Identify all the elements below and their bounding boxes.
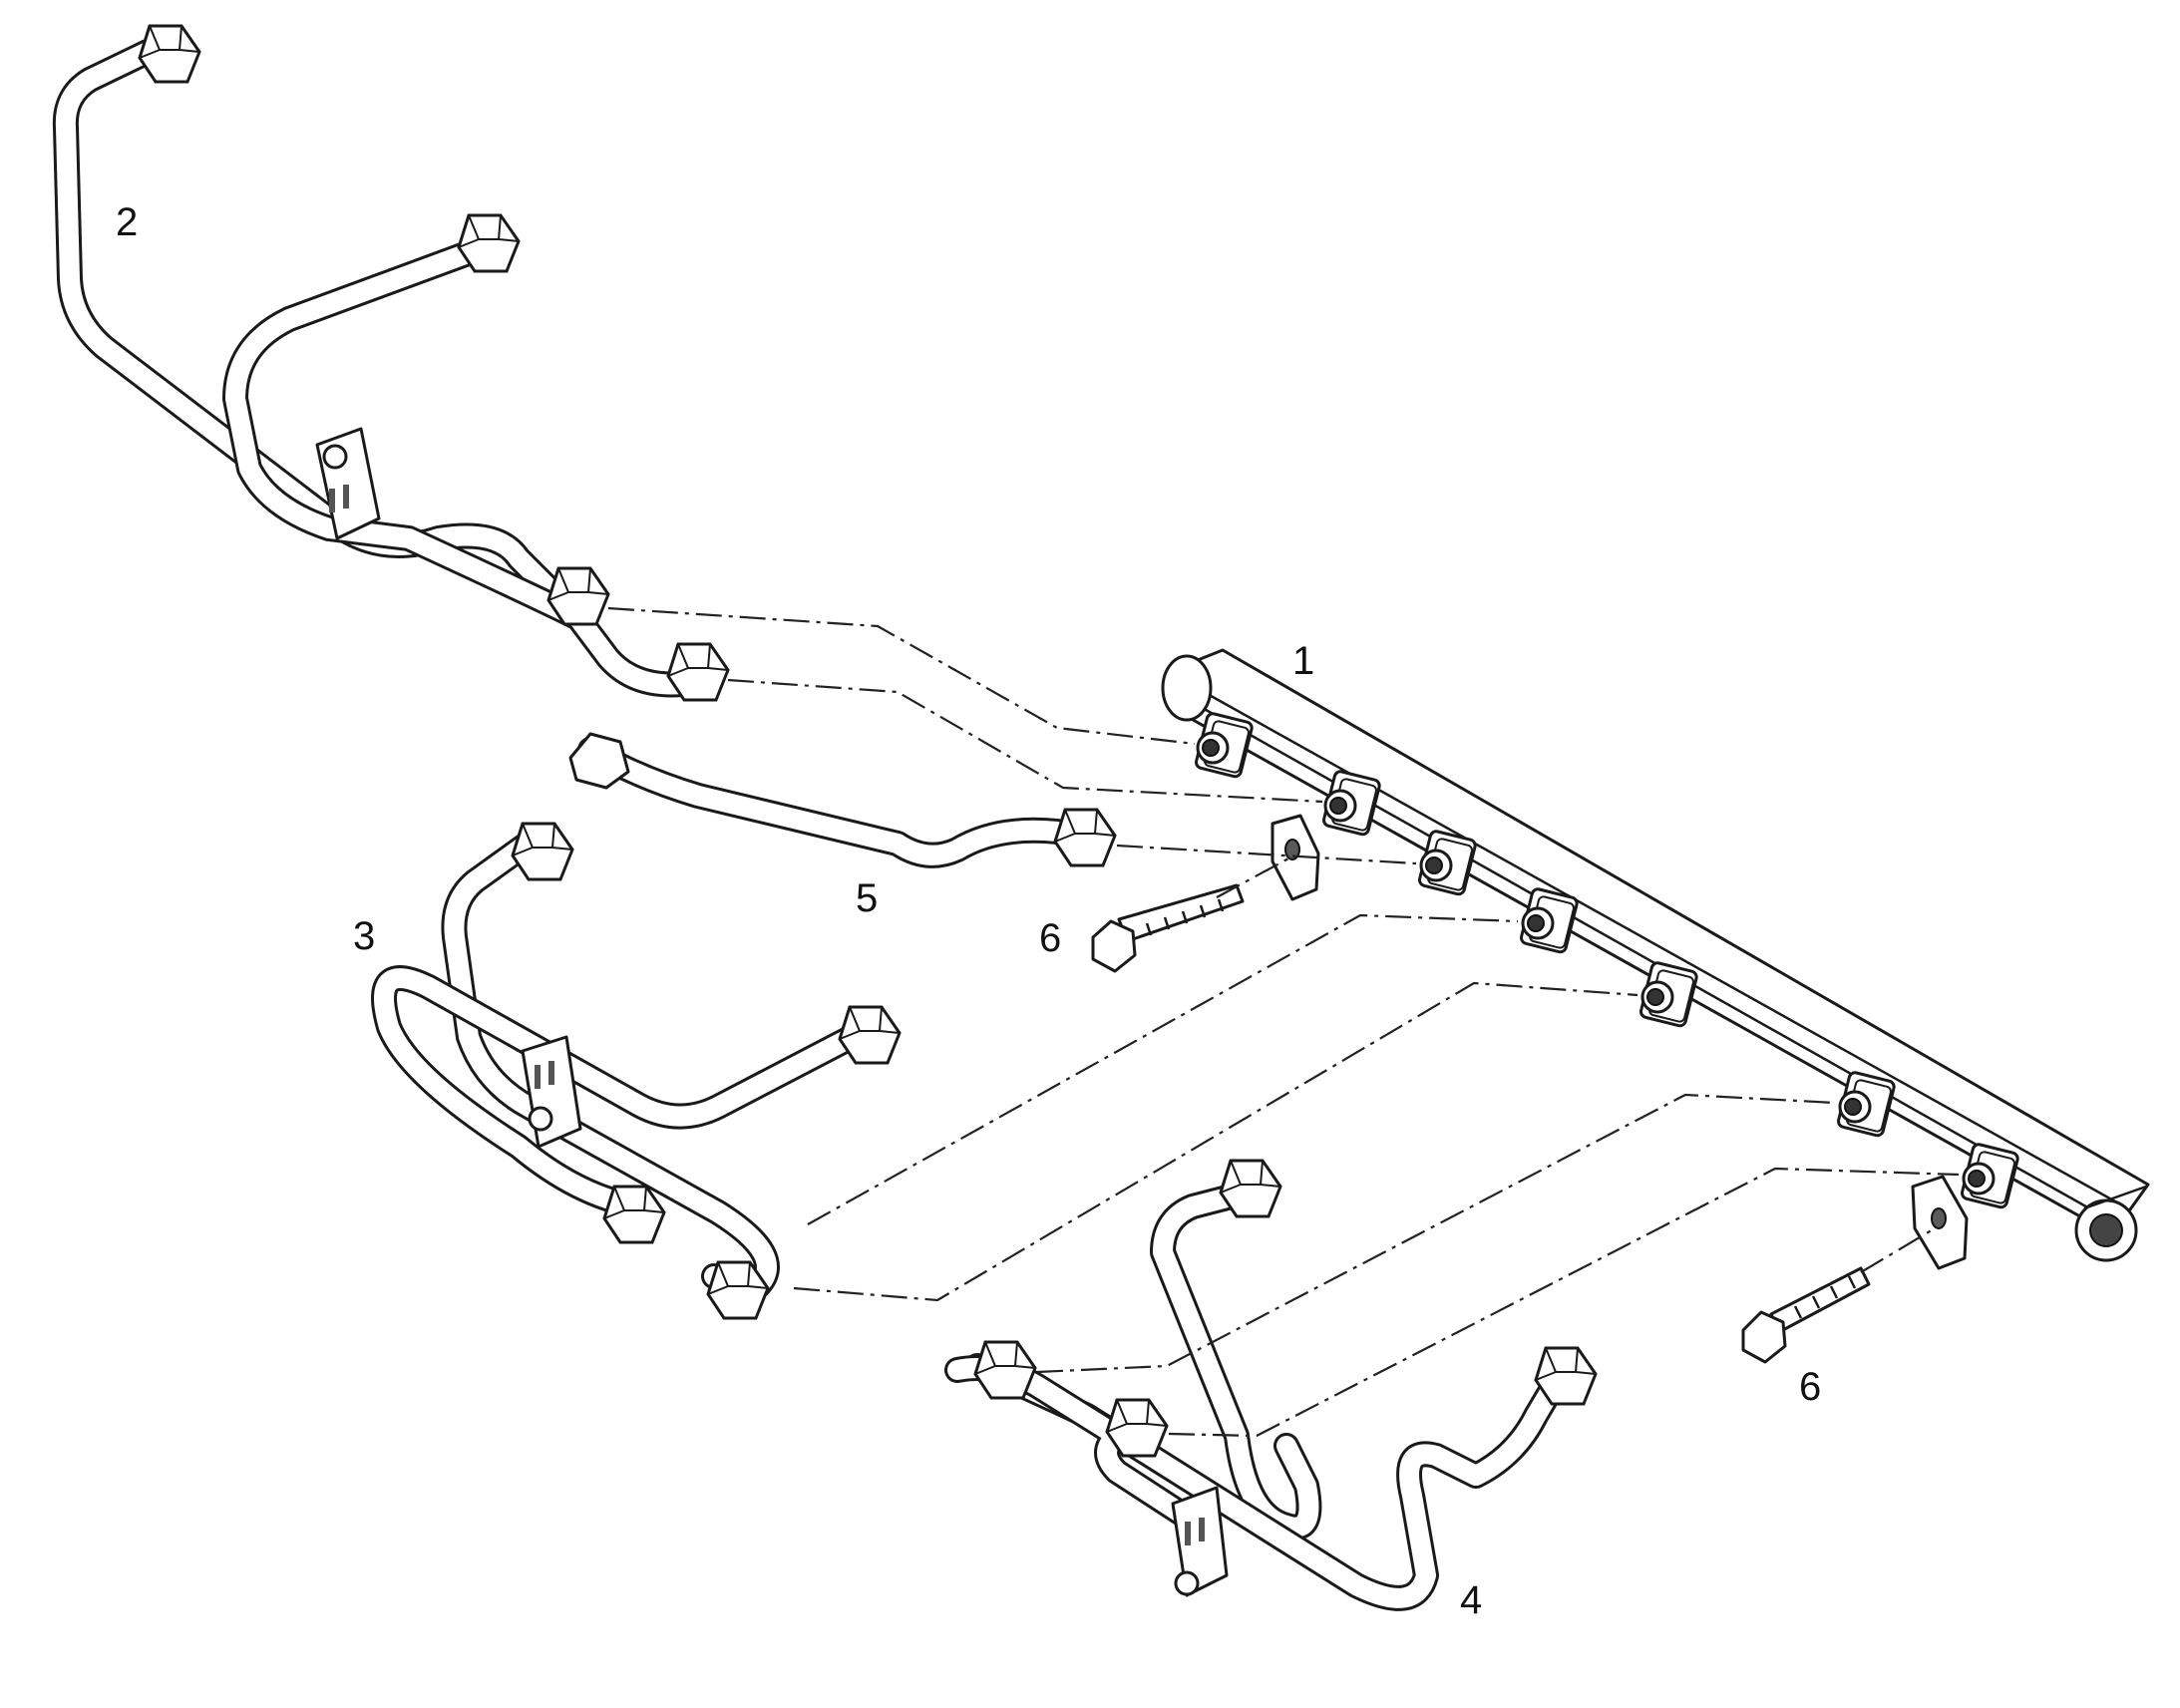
- callout-1: 1: [1292, 639, 1314, 683]
- callout-6-right: 6: [1799, 1365, 1821, 1409]
- callout-4: 4: [1460, 1578, 1482, 1622]
- pipe-clamp: [315, 427, 381, 540]
- callout-6-left: 6: [1039, 916, 1061, 960]
- callout-2: 2: [116, 200, 138, 244]
- bolt-right: [1741, 1266, 1871, 1364]
- bolt-left: [1091, 883, 1245, 973]
- callout-labels: 1 2 3 4 5 6 6: [116, 200, 1821, 1622]
- leader-lines: [607, 606, 1960, 1438]
- pipe-set-4: [944, 1159, 1598, 1611]
- callout-3: 3: [353, 914, 375, 958]
- pipe-clamp: [1171, 1486, 1229, 1597]
- bracket-left: [1271, 814, 1320, 901]
- pipe-clamp: [521, 1035, 582, 1149]
- pipe-5: [568, 732, 1117, 868]
- bracket-right: [1911, 1175, 1969, 1270]
- callout-5: 5: [856, 876, 878, 920]
- pipe-set-2: [52, 24, 730, 702]
- pipe-set-3: [371, 822, 902, 1320]
